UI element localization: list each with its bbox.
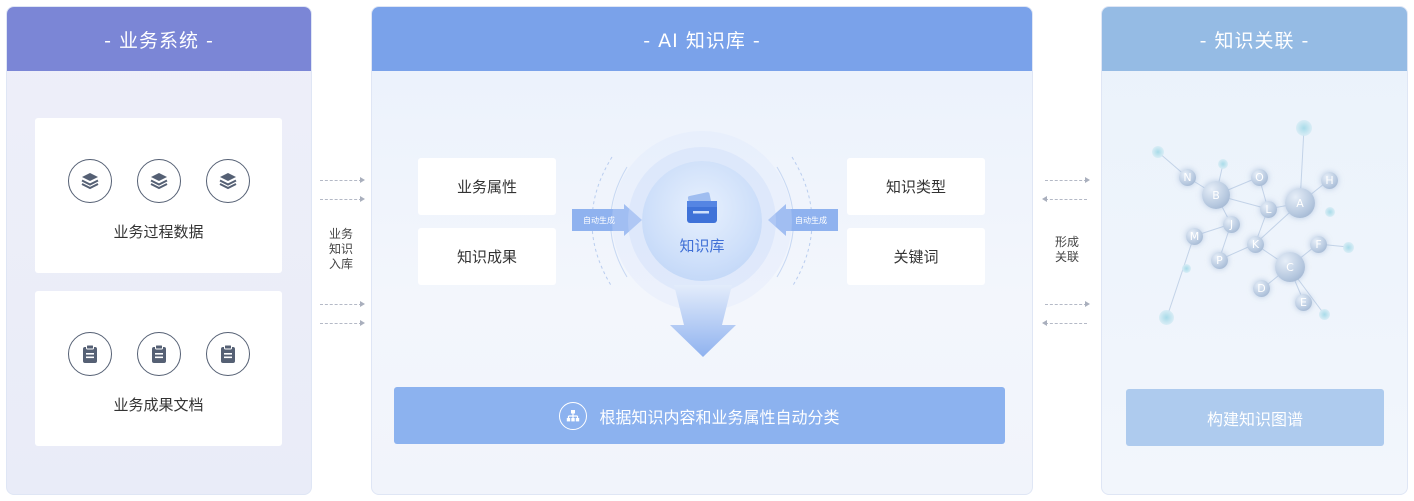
graph-node: K xyxy=(1247,236,1264,253)
result-docs-card: 业务成果文档 xyxy=(35,291,282,446)
graph-node: F xyxy=(1310,236,1327,253)
knowledge-relations-panel: - 知识关联 - xyxy=(1101,6,1408,495)
clipboard-icon xyxy=(205,332,250,376)
knowledge-base-orb: 知识库 xyxy=(642,161,762,281)
flow-arrow xyxy=(320,320,365,326)
auto-classify-bar: 根据知识内容和业务属性自动分类 xyxy=(394,387,1005,444)
auto-generate-tag-right: 自动生成 xyxy=(784,209,838,231)
arrow-down-icon xyxy=(670,285,736,357)
graph-node: J xyxy=(1223,216,1240,233)
graph-dot xyxy=(1325,207,1335,217)
hierarchy-icon xyxy=(559,401,588,430)
graph-node: E xyxy=(1295,294,1312,311)
clipboard-icon xyxy=(136,332,181,376)
business-attribute-box: 业务属性 xyxy=(418,158,556,215)
keyword-box: 关键词 xyxy=(847,228,985,285)
graph-node: D xyxy=(1253,280,1270,297)
knowledge-base-label: 知识库 xyxy=(679,237,725,255)
graph-dot xyxy=(1218,159,1228,169)
graph-edges xyxy=(1157,127,1349,318)
flow-arrow xyxy=(1045,301,1090,307)
process-data-card: 业务过程数据 xyxy=(35,118,282,273)
layers-icon xyxy=(136,159,181,203)
auto-classify-text: 根据知识内容和业务属性自动分类 xyxy=(599,407,840,427)
flow-arrow xyxy=(320,196,365,202)
flow-arrow xyxy=(320,301,365,307)
graph-node: A xyxy=(1285,188,1315,218)
build-knowledge-graph-button[interactable]: 构建知识图谱 xyxy=(1126,389,1384,446)
auto-generate-tag-left: 自动生成 xyxy=(572,209,626,231)
graph-dot xyxy=(1182,264,1191,273)
graph-dot xyxy=(1343,242,1354,253)
ai-knowledge-base-panel: - AI 知识库 - 业务属性 知识成果 知识类型 关键词 自动生成 自动生成 … xyxy=(371,6,1033,495)
ingest-flow-label: 业务 知识 入库 xyxy=(328,227,353,271)
graph-node: L xyxy=(1260,201,1277,218)
graph-node: B xyxy=(1202,181,1230,209)
business-systems-title: - 业务系统 - xyxy=(7,7,311,71)
ai-knowledge-base-title: - AI 知识库 - xyxy=(372,7,1032,71)
knowledge-result-box: 知识成果 xyxy=(418,228,556,285)
clipboard-icon xyxy=(67,332,112,376)
graph-node: C xyxy=(1275,252,1305,282)
business-systems-panel: - 业务系统 - 业务过程数据 业务成果文档 xyxy=(6,6,312,495)
arrow-right-icon xyxy=(624,204,642,236)
folder-icon xyxy=(687,192,717,223)
process-data-label: 业务过程数据 xyxy=(113,223,204,241)
arrow-left-icon xyxy=(768,204,786,236)
graph-node: P xyxy=(1211,252,1228,269)
relate-flow-label: 形成 关联 xyxy=(1054,235,1079,264)
knowledge-type-box: 知识类型 xyxy=(847,158,985,215)
graph-dot xyxy=(1159,310,1174,325)
layers-icon xyxy=(205,159,250,203)
result-docs-label: 业务成果文档 xyxy=(113,396,204,414)
knowledge-relations-title: - 知识关联 - xyxy=(1102,7,1407,71)
layers-icon xyxy=(67,159,112,203)
flow-arrow xyxy=(320,177,365,183)
flow-arrow xyxy=(1045,177,1090,183)
graph-node: O xyxy=(1251,169,1268,186)
graph-dot xyxy=(1152,146,1164,158)
graph-node: N xyxy=(1179,169,1196,186)
flow-arrow xyxy=(1042,320,1087,326)
graph-dot xyxy=(1319,309,1330,320)
flow-arrow xyxy=(1042,196,1087,202)
graph-node: M xyxy=(1186,228,1203,245)
graph-dot xyxy=(1296,120,1312,136)
graph-node: H xyxy=(1321,172,1338,189)
